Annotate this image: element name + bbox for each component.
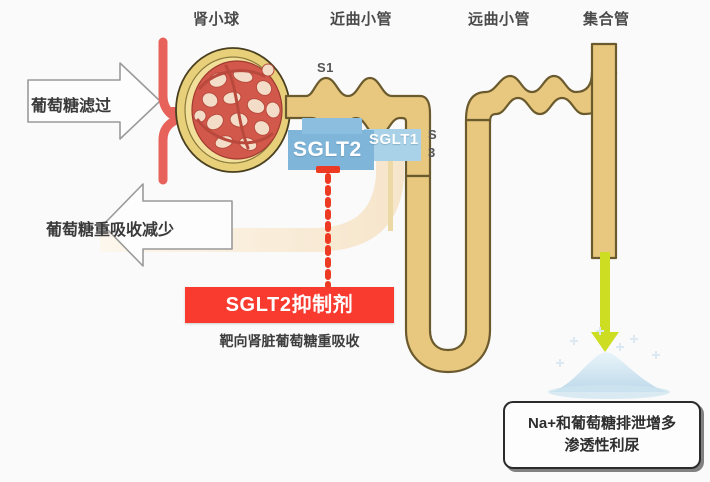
filtration-arrow [27,62,161,140]
label-sglt2: SGLT2 [293,138,362,161]
sglt2-inhibitor-subtitle: 靶向肾脏葡萄糖重吸收 [219,333,360,349]
label-segment-s1: S1 [317,60,334,75]
sglt2-inhibitor-banner: SGLT2抑制剂 [185,287,394,323]
outcome-line-1: Na+和葡萄糖排泄增多 [528,415,676,432]
outcome-line-2: 渗透性利尿 [564,437,640,454]
outcome-callout: Na+和葡萄糖排泄增多 渗透性利尿 [503,401,701,469]
reabsorption-arrow [102,183,233,267]
glomerular-capillary-tuft [191,60,283,160]
sglt1-stem [388,161,393,231]
sglt2-inhibitor-title: SGLT2抑制剂 [225,294,354,316]
label-glomerulus: 肾小球 [193,11,240,28]
label-distal-tubule: 远曲小管 [468,11,531,28]
sglt2-transporter-box [288,118,374,170]
label-segment-s3-number: 3 [428,145,436,160]
label-segment-s3-letter: S [428,127,438,142]
label-sglt1: SGLT1 [369,131,419,148]
label-glucose-filtration: 葡萄糖滤过 [31,98,112,115]
collecting-duct [590,42,618,260]
label-collecting-duct: 集合管 [583,11,630,28]
inhibition-dotted-line [316,166,340,289]
salt-pile [548,327,670,399]
label-proximal-tubule: 近曲小管 [330,11,393,28]
excretion-arrow [591,252,619,352]
label-glucose-reabsorption-reduced: 葡萄糖重吸收减少 [46,222,175,239]
